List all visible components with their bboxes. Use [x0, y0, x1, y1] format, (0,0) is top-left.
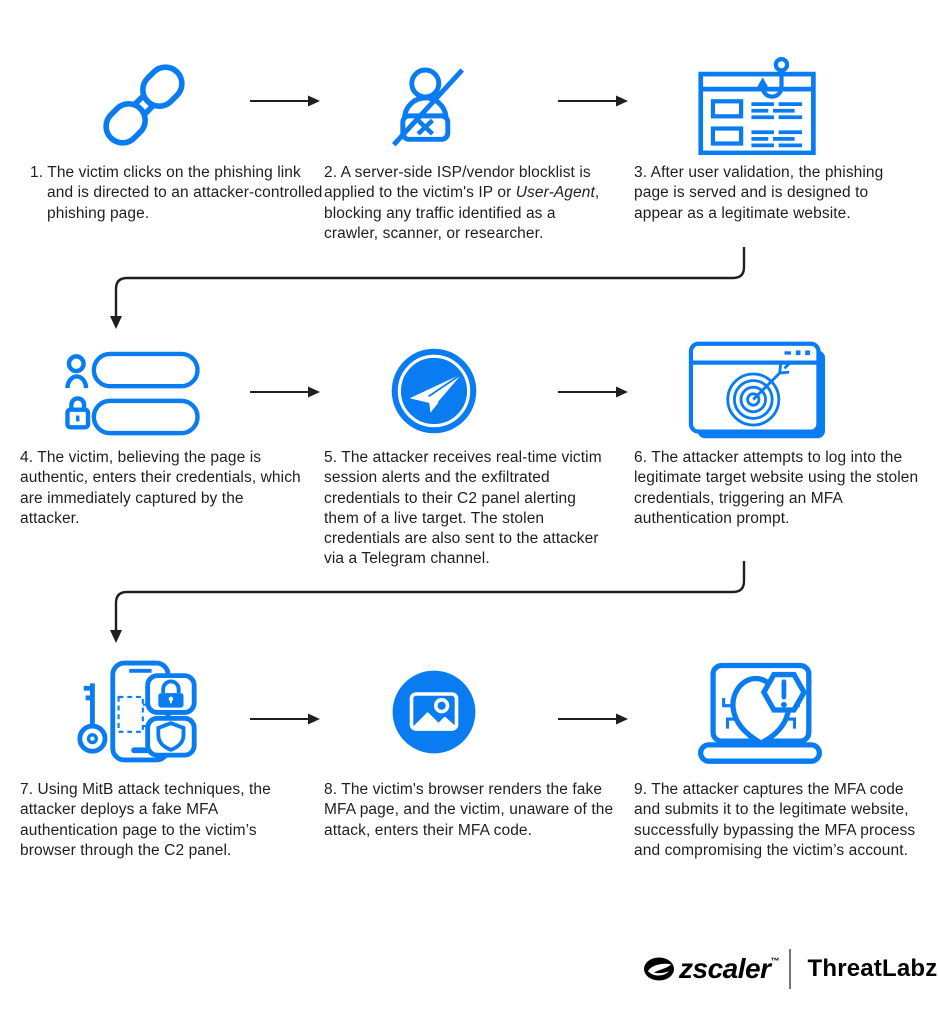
- threatlabz-wordmark: ThreatLabz: [807, 955, 938, 982]
- credentials-fields-icon: [65, 351, 200, 436]
- step-9-text: 9. The attacker captures the MFA code an…: [634, 781, 916, 859]
- phishing-page-hook-icon: [698, 57, 816, 155]
- mfa-page-image-icon: [392, 670, 476, 754]
- target-website-icon: [688, 341, 826, 439]
- compromised-laptop-shield-icon: [698, 662, 822, 764]
- step-5-text: 5. The attacker receives real-time victi…: [324, 449, 602, 568]
- step-6-text: 6. The attacker attempts to log into the…: [634, 449, 919, 527]
- mfa-phone-icon: [77, 660, 197, 763]
- arrow-right-5: [250, 713, 320, 725]
- connector-arrow-3-to-4: [110, 247, 746, 329]
- arrow-right-4: [558, 386, 628, 398]
- step-2-text: 2. A server-side ISP/vendor blocklist is…: [324, 164, 600, 242]
- brand-footer: zscaler™ ThreatLabz: [642, 946, 937, 992]
- arrow-right-1: [250, 95, 320, 107]
- blocked-user-icon: [391, 67, 465, 147]
- arrow-right-6: [558, 713, 628, 725]
- arrow-right-2: [558, 95, 628, 107]
- zscaler-wordmark: zscaler™: [679, 953, 780, 984]
- step-1-text: 1. The victim clicks on the phishing lin…: [30, 164, 323, 222]
- step-3-text: 3. After user validation, the phishing p…: [634, 164, 884, 222]
- connector-arrow-6-to-7: [110, 561, 746, 643]
- footer-divider: [789, 949, 792, 989]
- chain-link-icon: [103, 64, 185, 146]
- arrow-right-3: [250, 386, 320, 398]
- telegram-icon: [391, 348, 477, 434]
- step-4-text: 4. The victim, believing the page is aut…: [20, 449, 301, 527]
- step-7-text: 7. Using MitB attack techniques, the att…: [20, 781, 271, 859]
- zscaler-logo-icon: [644, 957, 674, 981]
- step-8-text: 8. The victim's browser renders the fake…: [324, 781, 614, 839]
